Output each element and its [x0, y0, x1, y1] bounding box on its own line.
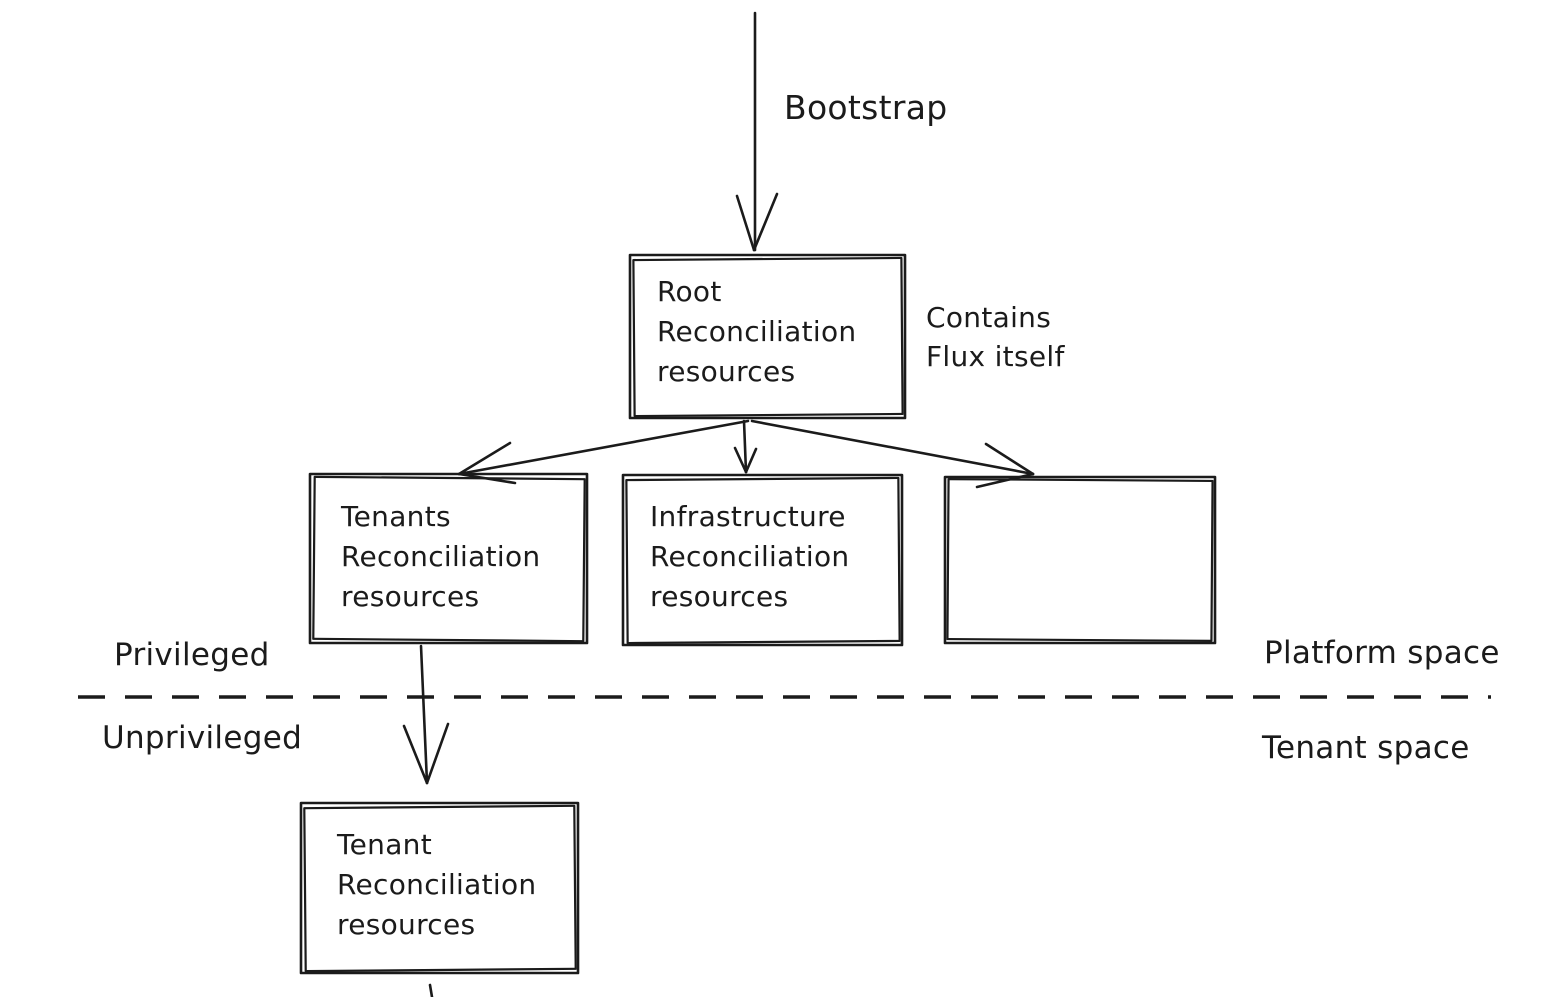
- bootstrap-label: Bootstrap: [784, 88, 948, 127]
- bootstrap-arrowhead-left: [735, 194, 756, 252]
- arrow-root-to-infrastructure: [733, 419, 758, 474]
- tenant-box-rect-sketch: [303, 804, 577, 973]
- tenant-box-label: Tenant Reconciliation resources: [337, 828, 537, 941]
- root-box-rect-sketch: [632, 256, 904, 418]
- arrowhead-line: [402, 724, 429, 785]
- unprivileged-label: Unprivileged: [102, 720, 303, 756]
- bootstrap-arrowhead-right: [752, 192, 779, 252]
- infrastructure-box-rect: [621, 473, 904, 647]
- platform-extra-box-rect: [943, 475, 1217, 645]
- arrowhead-line: [733, 446, 748, 474]
- arrowhead-line: [425, 722, 450, 785]
- root-box: [628, 253, 907, 420]
- tenants-box: [308, 472, 589, 645]
- tenants-box-rect-sketch: [312, 475, 586, 643]
- bootstrap-arrow: [735, 11, 779, 252]
- tenant-space-label: Tenant space: [1262, 730, 1470, 766]
- tenants-box-rect: [308, 472, 589, 645]
- arrow-shaft: [457, 419, 750, 476]
- arrow-shaft: [750, 419, 1035, 476]
- arrowhead-line: [744, 447, 758, 474]
- infrastructure-box-label: Infrastructure Reconciliation resources: [650, 500, 850, 613]
- root-annotation: Contains Flux itself: [926, 301, 1065, 373]
- privileged-label: Privileged: [114, 637, 270, 673]
- arrow-tenants-to-tenant: [402, 644, 450, 785]
- platform-extra-box-rect-sketch: [946, 477, 1214, 643]
- infrastructure-box-rect-sketch: [625, 476, 901, 645]
- root-box-rect: [628, 253, 907, 420]
- arrow-shaft: [419, 644, 429, 785]
- platform-space-label: Platform space: [1264, 635, 1500, 671]
- platform-extra-box: [943, 475, 1217, 645]
- tenants-box-label: Tenants Reconciliation resources: [341, 500, 541, 613]
- arrow-shaft: [742, 419, 748, 474]
- tenant-box: [299, 801, 580, 975]
- bottom-arrow-stub: [428, 983, 434, 997]
- arrowhead-line: [984, 442, 1035, 476]
- arrowhead-line: [457, 441, 512, 476]
- infrastructure-box: [621, 473, 904, 647]
- tenant-box-rect: [299, 801, 580, 975]
- root-box-label: Root Reconciliation resources: [657, 275, 857, 388]
